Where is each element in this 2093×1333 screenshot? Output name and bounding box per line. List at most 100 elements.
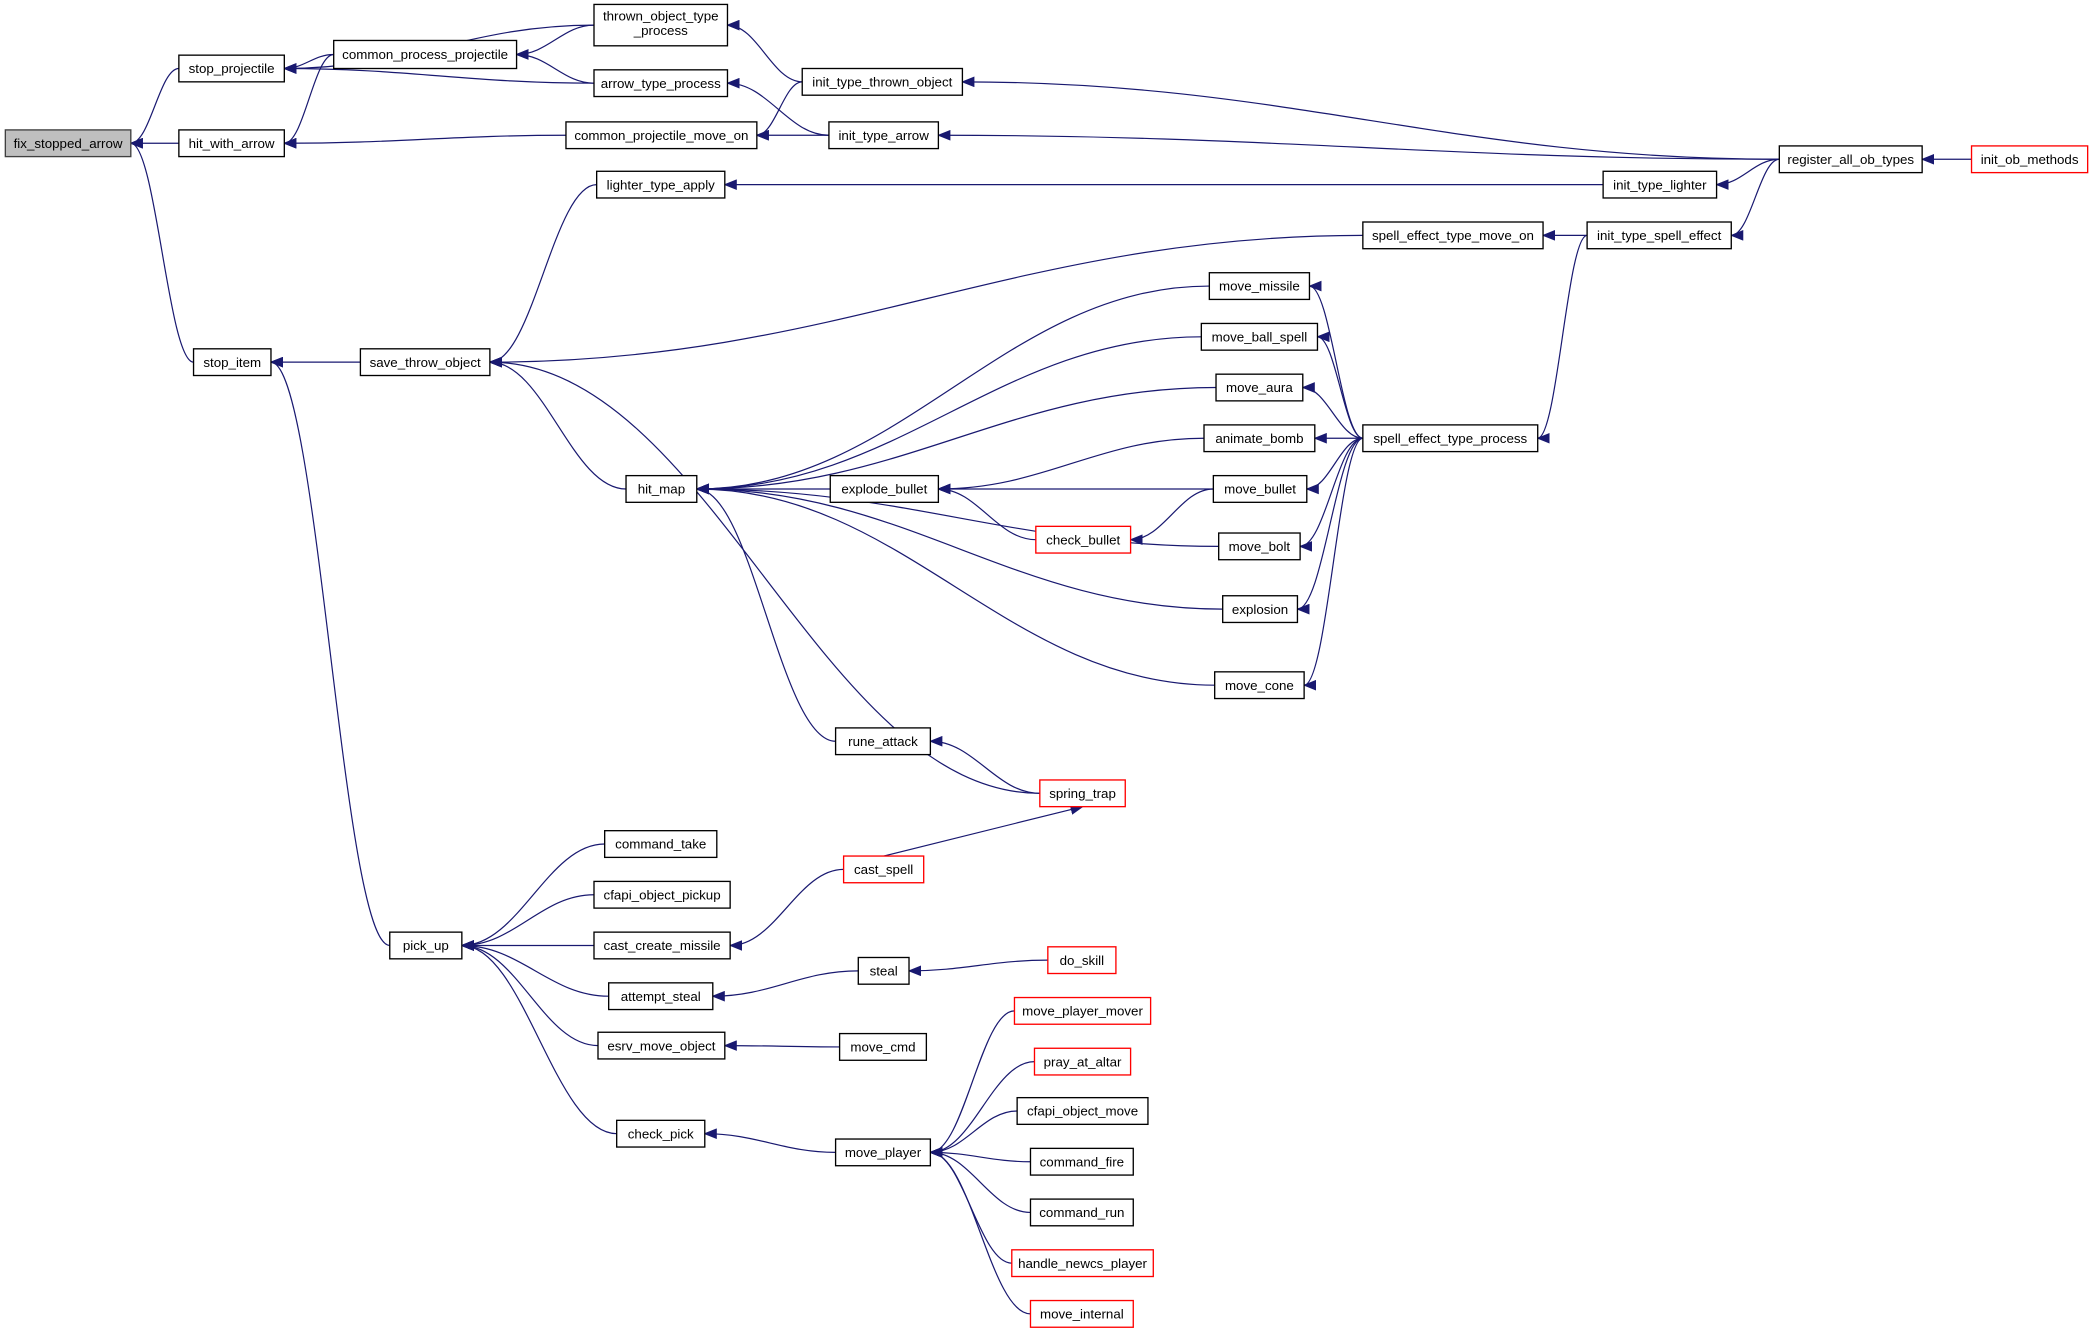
node-label: command_fire — [1040, 1154, 1124, 1169]
call-edge — [695, 483, 1215, 686]
call-edge — [1316, 331, 1364, 439]
node-explosion[interactable]: explosion — [1222, 595, 1299, 624]
node-box — [1047, 946, 1117, 975]
node-lighter-type-apply[interactable]: lighter_type_apply — [595, 170, 726, 199]
node-fix-stopped-arrow[interactable]: fix_stopped_arrow — [4, 129, 132, 158]
node-move-cone[interactable]: move_cone — [1214, 671, 1305, 700]
node-box — [178, 129, 285, 158]
call-edge — [723, 1040, 840, 1051]
call-edge — [460, 940, 609, 997]
node-cfapi-object-move[interactable]: cfapi_object_move — [1016, 1096, 1149, 1126]
node-box — [597, 1031, 726, 1060]
node-pick-up[interactable]: pick_up — [389, 931, 463, 960]
node-box — [593, 931, 731, 960]
node-box — [801, 67, 964, 96]
node-label: do_skill — [1060, 953, 1104, 968]
node-arrow-type-process[interactable]: arrow_type_process — [593, 69, 729, 98]
node-box — [565, 121, 758, 150]
node-box — [593, 3, 729, 47]
node-move-bolt[interactable]: move_bolt — [1218, 532, 1301, 561]
call-edge — [460, 894, 594, 951]
node-steal[interactable]: steal — [857, 956, 910, 985]
node-thrown-object-type-process[interactable]: thrown_object_type_process — [593, 3, 729, 47]
node-hit-map[interactable]: hit_map — [625, 474, 698, 503]
call-edge — [695, 483, 836, 742]
node-label: animate_bomb — [1215, 431, 1303, 446]
node-label: cast_create_missile — [604, 938, 721, 953]
node-move-cmd[interactable]: move_cmd — [838, 1032, 928, 1061]
node-box — [1970, 145, 2089, 174]
call-edge — [929, 1061, 1035, 1158]
call-edge — [703, 1128, 836, 1153]
node-label: fix_stopped_arrow — [14, 136, 123, 151]
node-move-aura[interactable]: move_aura — [1215, 373, 1304, 402]
node-box — [4, 129, 132, 158]
node-attempt-steal[interactable]: attempt_steal — [608, 982, 714, 1011]
node-box — [1011, 1249, 1154, 1278]
node-check-bullet[interactable]: check_bullet — [1035, 525, 1132, 554]
node-hit-with-arrow[interactable]: hit_with_arrow — [178, 129, 285, 158]
call-edge — [929, 1147, 1031, 1315]
node-cast-spell[interactable]: cast_spell — [842, 855, 925, 884]
node-init-type-thrown-object[interactable]: init_type_thrown_object — [801, 67, 964, 96]
node-box — [1602, 170, 1718, 199]
node-rune-attack[interactable]: rune_attack — [834, 727, 932, 756]
node-cast-create-missile[interactable]: cast_create_missile — [593, 931, 731, 960]
node-move-ball-spell[interactable]: move_ball_spell — [1200, 322, 1319, 351]
node-init-type-arrow[interactable]: init_type_arrow — [828, 121, 940, 150]
node-esrv-move-object[interactable]: esrv_move_object — [597, 1031, 726, 1060]
node-spell-effect-type-process[interactable]: spell_effect_type_process — [1362, 424, 1539, 453]
node-move-player-mover[interactable]: move_player_mover — [1013, 996, 1152, 1025]
node-check-pick[interactable]: check_pick — [616, 1119, 706, 1148]
call-edge — [488, 356, 627, 490]
node-box — [834, 1138, 932, 1167]
node-box — [1016, 1096, 1149, 1126]
node-box — [857, 956, 910, 985]
node-label: move_ball_spell — [1212, 329, 1308, 344]
node-stop-projectile[interactable]: stop_projectile — [178, 54, 285, 83]
node-common-process-projectile[interactable]: common_process_projectile — [333, 39, 518, 70]
node-box — [829, 474, 940, 503]
node-label: init_ob_methods — [1981, 152, 2079, 167]
node-box — [1203, 424, 1316, 453]
node-register-all-ob-types[interactable]: register_all_ob_types — [1778, 145, 1923, 174]
node-save-throw-object[interactable]: save_throw_object — [359, 348, 491, 377]
node-move-bullet[interactable]: move_bullet — [1212, 474, 1308, 503]
node-spell-effect-type-move-on[interactable]: spell_effect_type_move_on — [1362, 221, 1544, 250]
edges — [129, 19, 1972, 1315]
call-edge — [929, 1110, 1018, 1158]
node-move-player[interactable]: move_player — [834, 1138, 932, 1167]
node-box — [192, 348, 272, 377]
node-command-run[interactable]: command_run — [1029, 1198, 1134, 1227]
node-box — [616, 1119, 706, 1148]
node-command-take[interactable]: command_take — [604, 830, 718, 859]
call-edge — [1536, 234, 1588, 444]
node-label: thrown_object_type — [603, 8, 719, 23]
node-box — [1029, 1198, 1134, 1227]
call-edge — [460, 843, 605, 951]
node-cfapi-object-pickup[interactable]: cfapi_object_pickup — [593, 880, 731, 909]
node-do-skill[interactable]: do_skill — [1047, 946, 1117, 975]
node-init-type-spell-effect[interactable]: init_type_spell_effect — [1586, 221, 1732, 250]
node-stop-item[interactable]: stop_item — [192, 348, 272, 377]
call-edge — [488, 184, 597, 368]
call-edge — [1298, 437, 1363, 552]
node-box — [625, 474, 698, 503]
call-edge — [282, 134, 566, 149]
node-label: rune_attack — [848, 734, 918, 749]
node-init-type-lighter[interactable]: init_type_lighter — [1602, 170, 1718, 199]
node-pray-at-altar[interactable]: pray_at_altar — [1033, 1047, 1132, 1076]
node-command-fire[interactable]: command_fire — [1029, 1147, 1134, 1176]
node-common-projectile-move-on[interactable]: common_projectile_move_on — [565, 121, 758, 150]
node-animate-bomb[interactable]: animate_bomb — [1203, 424, 1316, 453]
call-edge — [695, 483, 1223, 610]
node-init-ob-methods[interactable]: init_ob_methods — [1970, 145, 2089, 174]
node-label: move_internal — [1040, 1307, 1124, 1322]
node-handle-newcs-player[interactable]: handle_newcs_player — [1011, 1249, 1154, 1278]
node-explode-bullet[interactable]: explode_bullet — [829, 474, 940, 503]
node-spring-trap[interactable]: spring_trap — [1039, 779, 1126, 808]
call-edge — [929, 1147, 1031, 1214]
node-move-internal[interactable]: move_internal — [1029, 1299, 1134, 1328]
node-move-missile[interactable]: move_missile — [1208, 272, 1311, 301]
node-label: esrv_move_object — [607, 1038, 715, 1053]
